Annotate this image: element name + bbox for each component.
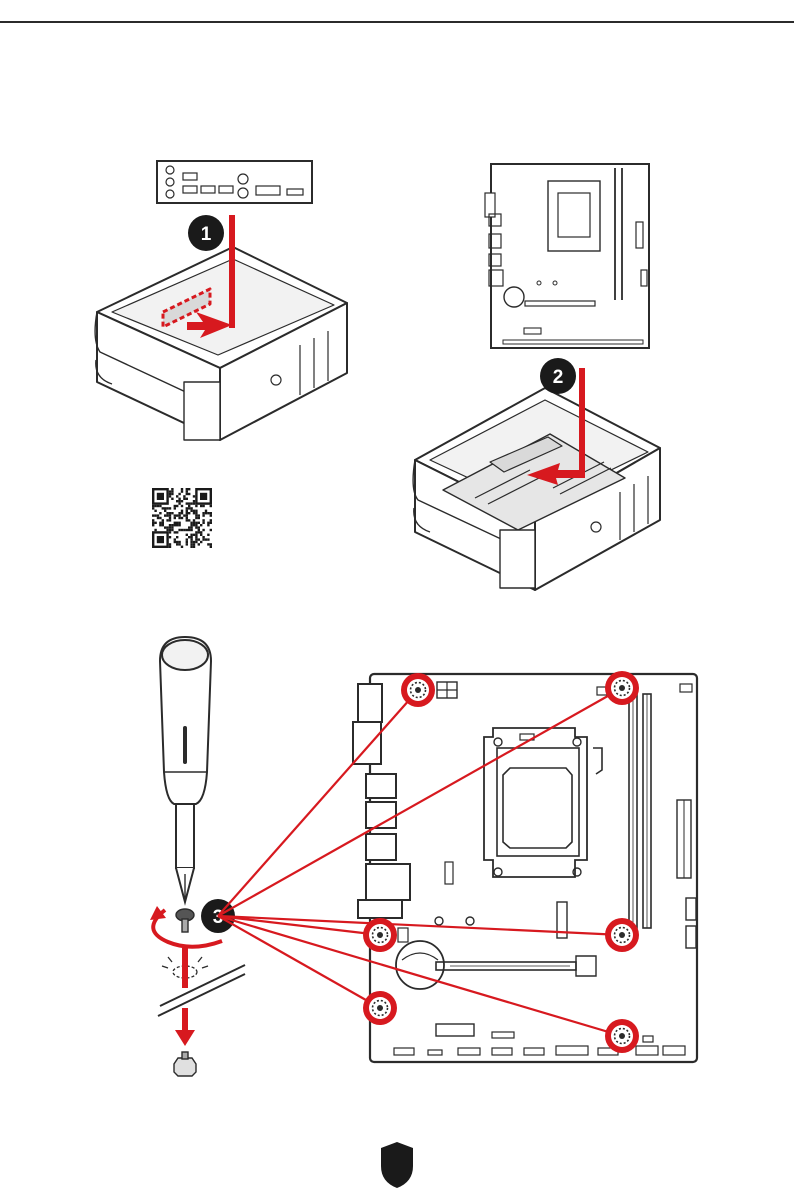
step-badge-1: 1	[188, 215, 224, 251]
screwdriver-icon	[160, 637, 211, 902]
motherboard-large	[353, 674, 697, 1062]
qr-code-icon	[152, 488, 212, 548]
motherboard-small	[485, 164, 649, 348]
svg-text:2: 2	[553, 367, 564, 388]
mounting-hole-4	[605, 918, 639, 952]
pc-case-2	[413, 388, 660, 590]
mounting-hole-3	[363, 918, 397, 952]
mounting-hole-1	[401, 673, 435, 707]
insert-arrow-shaft	[229, 215, 235, 328]
io-shield	[157, 161, 312, 203]
standoff-icon	[174, 1052, 196, 1076]
down-arrow-shaft-upper	[182, 948, 188, 988]
board-edge	[160, 965, 245, 1006]
shield-badge-icon	[381, 1142, 413, 1188]
down-arrow-head	[175, 1030, 195, 1046]
mounting-hole-5	[363, 991, 397, 1025]
mounting-hole-2	[605, 671, 639, 705]
pc-case-1	[95, 247, 347, 440]
step-badge-2: 2	[540, 358, 576, 394]
mounting-hole-6	[605, 1019, 639, 1053]
lower-arrow-shaft	[579, 368, 585, 478]
screw-icon	[176, 909, 194, 932]
down-arrow-shaft	[182, 1008, 188, 1032]
svg-text:1: 1	[201, 224, 212, 245]
